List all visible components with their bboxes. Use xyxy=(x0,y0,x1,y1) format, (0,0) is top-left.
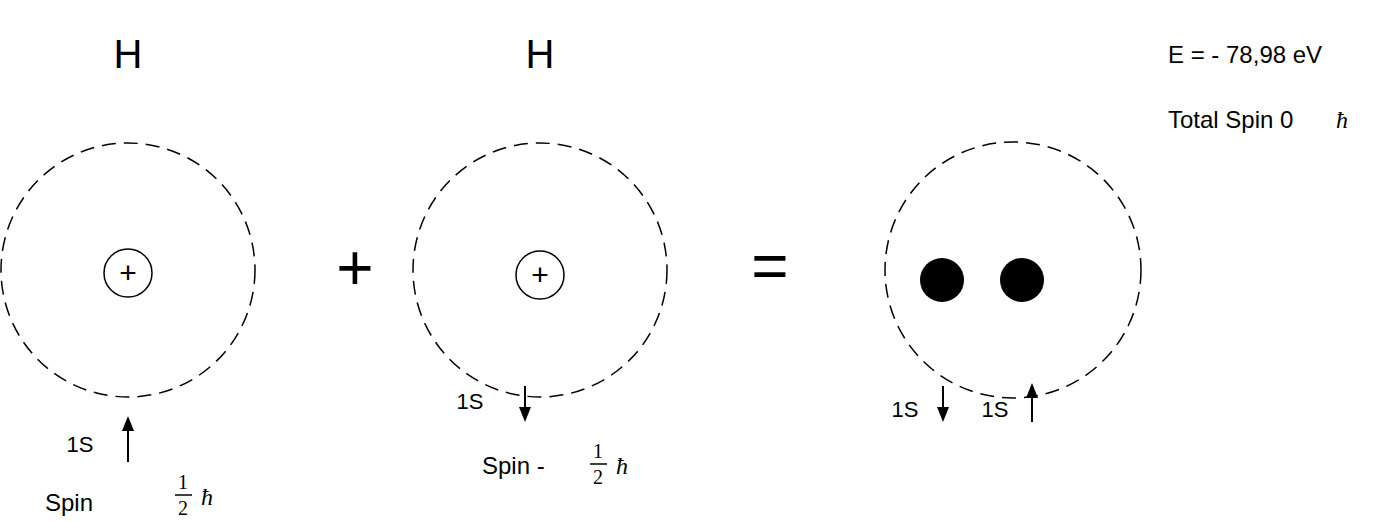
energy-value: E = - 78,98 eV xyxy=(1168,43,1322,67)
orbital-label: 1S xyxy=(67,434,94,456)
hbar-symbol: ħ xyxy=(201,485,213,509)
fraction-bar xyxy=(175,494,192,496)
arrow-head xyxy=(1026,383,1038,398)
fraction-denominator: 2 xyxy=(593,467,603,487)
spin-arrow xyxy=(1031,395,1033,422)
atom-orbital: H+ xyxy=(412,142,668,398)
nucleus-circle: + xyxy=(103,248,153,298)
fraction-denominator: 2 xyxy=(178,498,188,518)
orbital-label: 1S xyxy=(892,399,919,421)
operator-sign: = xyxy=(751,234,788,298)
hbar-symbol: ħ xyxy=(616,454,628,478)
spin-arrow xyxy=(942,386,944,410)
orbital-label: 1S xyxy=(457,391,484,413)
operator-sign: + xyxy=(336,236,373,300)
fraction-bar xyxy=(590,463,607,465)
nucleus-circle: + xyxy=(515,250,565,300)
atom-symbol: H xyxy=(114,34,143,74)
molecule-orbital xyxy=(885,142,1141,398)
spin-label: Spin xyxy=(45,491,93,515)
arrow-head xyxy=(519,407,531,422)
fraction-numerator: 1 xyxy=(593,441,603,461)
spin-total: Total Spin 0 xyxy=(1168,108,1293,132)
nucleus-dot xyxy=(920,258,964,302)
spin-label: Spin - xyxy=(482,454,545,478)
spin-arrow xyxy=(524,386,526,410)
atom-orbital: H+ xyxy=(0,142,256,398)
charge-sign: + xyxy=(119,258,137,288)
arrow-head xyxy=(122,416,134,431)
hbar-symbol: ħ xyxy=(1336,108,1348,132)
fraction-numerator: 1 xyxy=(178,472,188,492)
charge-sign: + xyxy=(531,260,549,290)
nucleus-dot xyxy=(1000,258,1044,302)
atom-symbol: H xyxy=(526,34,555,74)
orbital-label: 1S xyxy=(982,399,1009,421)
arrow-head xyxy=(937,407,949,422)
spin-arrow xyxy=(127,428,129,462)
